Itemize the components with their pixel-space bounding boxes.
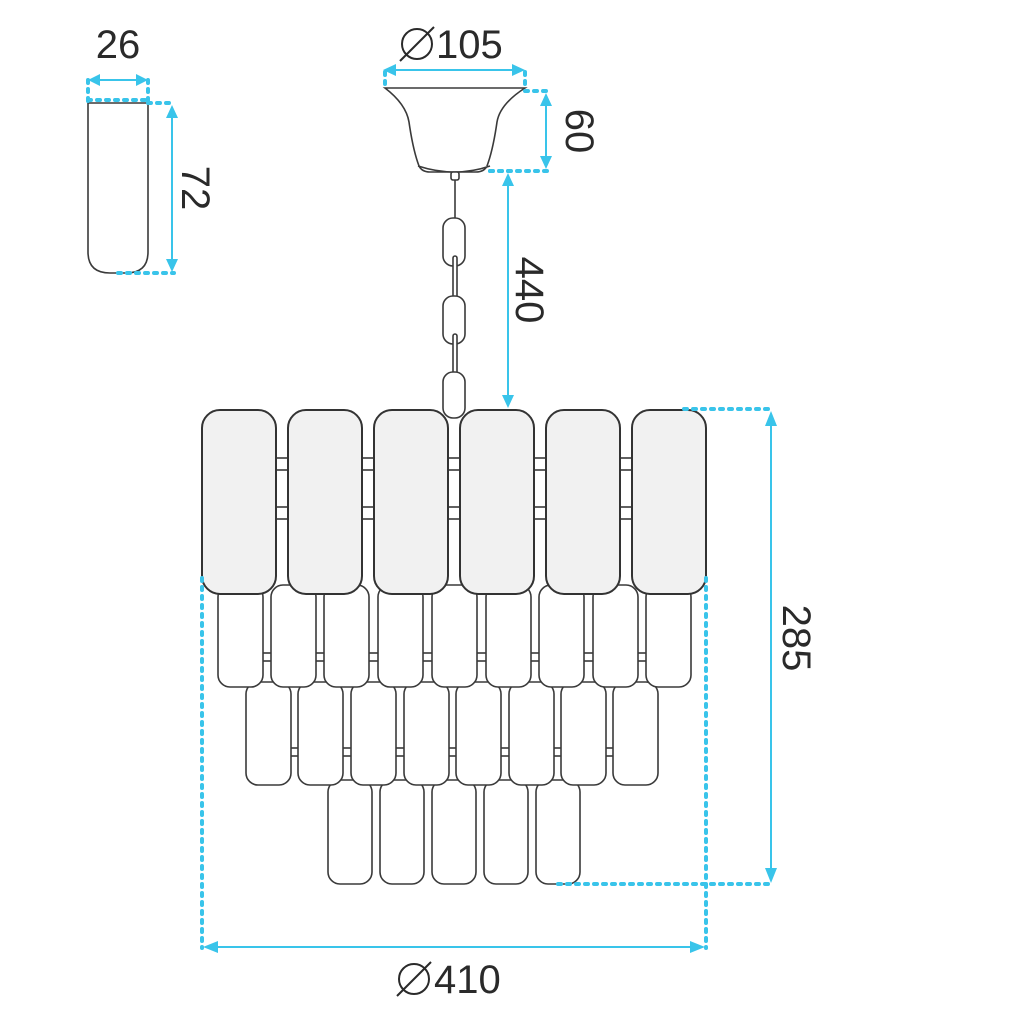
body-diameter-label: 410 xyxy=(434,958,501,1002)
canopy-diameter-label: 105 xyxy=(436,23,503,67)
top-panel xyxy=(459,409,535,595)
crystal-row-3 xyxy=(350,681,397,786)
crystal-row-4 xyxy=(327,779,373,885)
crystal-row-4 xyxy=(483,779,529,885)
crystal-height-arrow-top xyxy=(166,105,178,118)
crystal-row-4 xyxy=(379,779,425,885)
body-diameter-icon-slash xyxy=(396,961,432,997)
crystal-width-label: 26 xyxy=(96,23,141,67)
canopy-width-arrow-left xyxy=(383,64,396,76)
chain-hook xyxy=(450,171,460,181)
crystal-row-2 xyxy=(592,584,639,688)
body-diameter-dimension: 410 xyxy=(200,576,708,1002)
body-height-arrow-top xyxy=(765,411,777,426)
canopy-height-arrow-bottom xyxy=(540,156,552,169)
chain-length-label: 440 xyxy=(507,257,551,324)
top-panel xyxy=(545,409,621,595)
body-diameter-arrow-left xyxy=(203,941,218,953)
crystal-row-4 xyxy=(431,779,477,885)
chain-link xyxy=(452,255,458,301)
crystal-row-3 xyxy=(560,681,607,786)
canopy-height-label: 60 xyxy=(557,109,601,154)
body-height-dimension: 285 xyxy=(556,407,818,886)
chain-length-arrow-top xyxy=(502,173,514,186)
crystal-row-4 xyxy=(535,779,581,885)
canopy-height-arrow-top xyxy=(540,93,552,106)
canopy-width-arrow-right xyxy=(512,64,525,76)
crystal-row-3 xyxy=(455,681,502,786)
crystal-row-2 xyxy=(431,584,478,688)
crystal-row-2 xyxy=(645,584,692,688)
crystal-row-2 xyxy=(538,584,585,688)
crystal-detail: 26 72 xyxy=(86,23,217,275)
crystal-row-2 xyxy=(377,584,424,688)
crystal-row-3 xyxy=(245,681,292,786)
crystal-row-3 xyxy=(508,681,555,786)
top-panel xyxy=(631,409,707,595)
crystal-outline xyxy=(87,102,149,274)
crystal-row-2 xyxy=(323,584,370,688)
chain-link xyxy=(452,333,458,377)
crystal-width-arrow-left xyxy=(88,74,100,86)
body-height-arrow-bottom xyxy=(765,868,777,883)
crystal-row-2 xyxy=(270,584,317,688)
canopy: 105 60 xyxy=(382,23,601,173)
body-diameter-icon xyxy=(398,963,430,995)
crystal-row-2 xyxy=(217,584,264,688)
crystal-row-3 xyxy=(612,681,659,786)
chain: 440 xyxy=(442,169,551,419)
crystal-row-3 xyxy=(297,681,344,786)
crystal-height-arrow-bottom xyxy=(166,259,178,272)
top-panel xyxy=(373,409,449,595)
crystal-row-3 xyxy=(403,681,450,786)
canopy-diameter-icon xyxy=(401,28,433,60)
top-panel xyxy=(287,409,363,595)
crystal-row-2 xyxy=(485,584,532,688)
top-panel xyxy=(201,409,277,595)
chandelier-body xyxy=(201,409,707,885)
crystal-width-arrow-right xyxy=(136,74,148,86)
canopy-diameter-icon-slash xyxy=(399,26,435,62)
chain-link xyxy=(442,371,466,419)
chain-length-arrow-bottom xyxy=(502,395,514,408)
body-diameter-arrow-right xyxy=(690,941,705,953)
canopy-outline xyxy=(382,87,528,173)
body-height-label: 285 xyxy=(774,605,818,672)
crystal-height-label: 72 xyxy=(173,166,217,211)
